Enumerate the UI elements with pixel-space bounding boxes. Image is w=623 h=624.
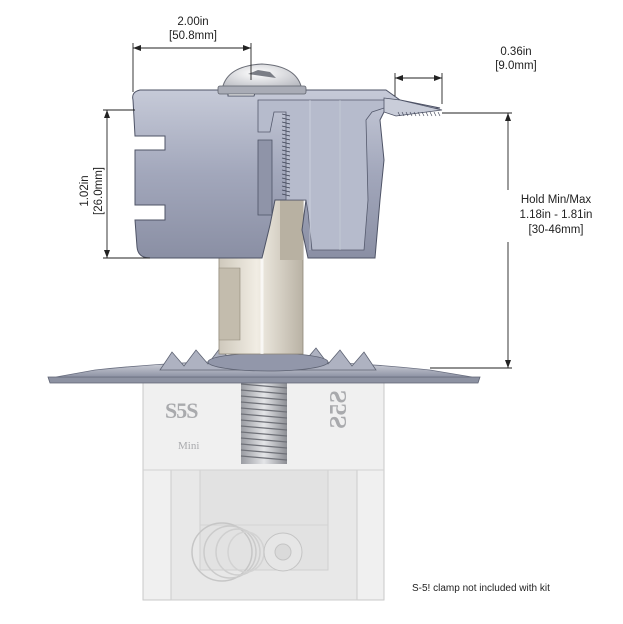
dimension-arrows [104, 45, 511, 368]
rail-serration [281, 129, 291, 133]
lip-tooth [421, 111, 425, 117]
rail-serration [281, 133, 291, 137]
width-inches: 2.00in [177, 16, 209, 28]
rail-serration [281, 181, 291, 185]
rail-serration [281, 125, 291, 129]
brand-model: Mini [178, 440, 200, 452]
rail-serration [281, 153, 291, 157]
set-screw [191, 522, 303, 582]
rail-serration [281, 117, 291, 121]
lip-mm: [9.0mm] [495, 60, 537, 72]
rail-serration [281, 121, 291, 125]
hold-mm: [30-46mm] [528, 224, 584, 236]
lip-tooth [437, 111, 441, 117]
rail-serration [281, 157, 291, 161]
lip-tooth [417, 111, 421, 117]
rail-serration [281, 113, 291, 117]
lip-tooth [413, 111, 417, 117]
height-dimension-label: 1.02in [26.0mm] [78, 141, 106, 241]
bolt-thread [240, 437, 288, 443]
bolt-thread [240, 419, 288, 425]
threaded-bolt [240, 378, 288, 464]
rail-serration [281, 141, 291, 145]
hold-dimension-label: Hold Min/Max 1.18in - 1.81in [30-46mm] [503, 193, 609, 238]
bolt-thread [240, 431, 288, 437]
lip-tooth [433, 111, 437, 117]
brand-logo: S5S [165, 398, 198, 423]
height-inches: 1.02in [79, 175, 91, 207]
rail-serration [281, 161, 291, 165]
rail-serration [281, 177, 291, 181]
bolt-thread [240, 443, 288, 449]
lip-dimension-label: 0.36in [9.0mm] [480, 45, 552, 73]
lip-tooth [409, 111, 413, 117]
bolt-head [217, 63, 307, 95]
bolt-thread [240, 383, 288, 389]
rail-serration [281, 185, 291, 189]
hold-range: 1.18in - 1.81in [519, 209, 593, 221]
rail-serration [281, 189, 291, 193]
lip-tooth [401, 111, 405, 117]
bolt-thread [240, 413, 288, 419]
height-mm: [26.0mm] [93, 167, 105, 215]
bolt-thread [240, 449, 288, 455]
bolt-thread [240, 407, 288, 413]
footnote: S-5! clamp not included with kit [412, 583, 550, 594]
rail-serration [281, 145, 291, 149]
rail-serration [281, 173, 291, 177]
width-mm: [50.8mm] [169, 30, 217, 42]
bolt-thread [240, 455, 288, 461]
rail-serration [281, 169, 291, 173]
clamp-rail-profile [132, 89, 443, 259]
rail-serration [281, 193, 291, 197]
bolt-thread [240, 401, 288, 407]
lip-tooth [425, 111, 429, 117]
bolt-thread [240, 425, 288, 431]
lip-tooth [429, 111, 433, 117]
bolt-thread [240, 395, 288, 401]
lip-tooth [397, 111, 401, 117]
rail-serration [281, 137, 291, 141]
rail-serration [281, 149, 291, 153]
star-washer [159, 347, 377, 372]
dimension-lines [103, 43, 512, 369]
bolt-thread [240, 389, 288, 395]
lip-inches: 0.36in [500, 46, 532, 58]
hold-title: Hold Min/Max [520, 194, 592, 206]
brand-logo-mirrored: S5S [325, 390, 352, 429]
lip-tooth [405, 111, 409, 117]
rail-serration [281, 165, 291, 169]
width-dimension-label: 2.00in [50.8mm] [148, 15, 238, 43]
